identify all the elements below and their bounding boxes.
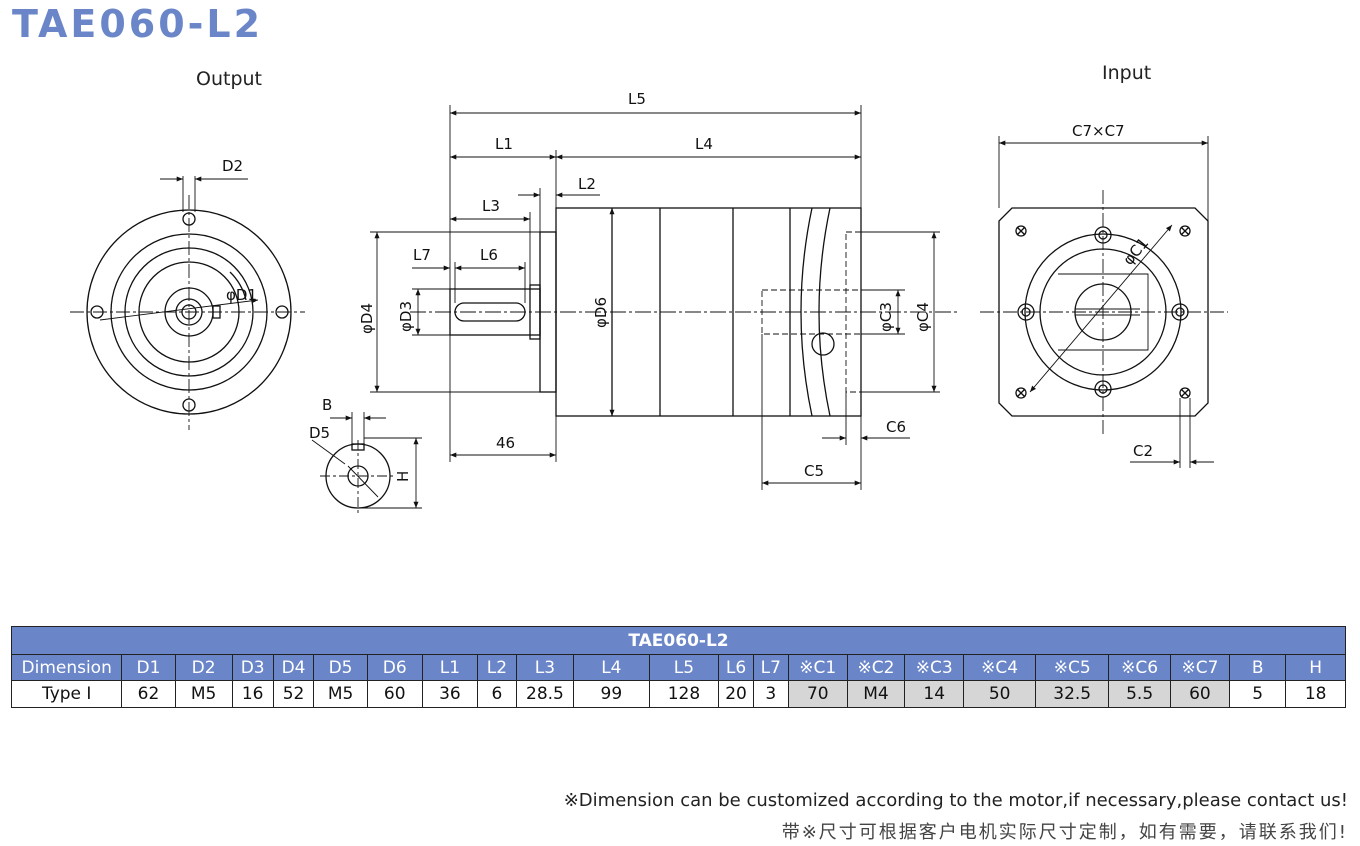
column-header: L2 [477,654,517,681]
note-chinese: 带※尺寸可根据客户电机实际尺寸定制，如有需要，请联系我们! [781,822,1348,843]
table-cell: 32.5 [1034,680,1110,708]
column-header: L3 [515,654,575,681]
column-header: L6 [718,654,754,681]
label-c1: φC1 [1119,234,1152,268]
shaft-section-view [311,412,422,515]
output-view [70,176,305,430]
label-c4: φC4 [914,302,932,332]
table-header-row: Dimension D1 D2 D3 D4 D5 D6 L1 L2 L3 L4 … [10,654,1346,681]
column-header: D1 [121,654,176,681]
label-c5: C5 [804,462,824,480]
column-header: L1 [421,654,479,681]
column-header: L7 [752,654,789,681]
dimension-drawing: D2 φD1 [70,90,1228,515]
table-title: TAE060-L2 [11,626,1346,655]
table-cell: M4 [846,680,906,708]
table-title-row: TAE060-L2 [11,626,1346,655]
page-title: TAE060-L2 [12,2,264,46]
output-view-label: Output [196,68,262,90]
column-header: ※C4 [963,654,1036,681]
table-cell: M5 [313,680,368,708]
label-h: H [394,471,412,482]
label-l6: L6 [480,246,498,264]
table-cell: 128 [648,680,720,708]
table-row: Type I 62 M5 16 52 M5 60 36 6 28.5 99 12… [10,680,1346,708]
column-header: ※C3 [904,654,965,681]
side-view [370,105,960,490]
label-d6: φD6 [592,297,610,328]
label-d2: D2 [222,157,243,175]
table-cell: M5 [174,680,233,708]
label-c3: φC3 [877,302,895,332]
table-cell: 5 [1229,680,1287,708]
table-cell: Type I [10,680,123,708]
label-l5: L5 [628,90,646,108]
table-cell: 3 [752,680,789,708]
column-header: D4 [272,654,315,681]
label-l7: L7 [413,246,431,264]
column-header: H [1285,654,1346,681]
label-c2: C2 [1133,442,1153,460]
label-l4: L4 [695,135,713,153]
column-header: B [1229,654,1287,681]
note-english: ※Dimension can be customized according t… [563,790,1348,811]
column-header: ※C7 [1169,654,1231,681]
table-cell: 36 [421,680,479,708]
table-cell: 14 [904,680,965,708]
table-cell: 6 [477,680,517,708]
label-c7: C7×C7 [1072,122,1125,140]
column-header: D5 [313,654,368,681]
column-header: ※C2 [846,654,906,681]
table-cell: 16 [231,680,274,708]
table-cell: 20 [718,680,754,708]
label-d5: D5 [309,424,330,442]
table-cell: 99 [573,680,650,708]
input-view-label: Input [1102,62,1152,84]
table-cell: 60 [366,680,423,708]
label-l1: L1 [495,135,513,153]
column-header: D2 [174,654,233,681]
column-header: ※C6 [1108,654,1171,681]
dimension-table: TAE060-L2 Dimension D1 D2 D3 D4 D5 D6 L1… [10,626,1346,708]
table-cell: 5.5 [1108,680,1171,708]
label-d1: φD1 [226,286,257,304]
table-cell: 62 [121,680,176,708]
table-cell: 70 [787,680,848,708]
column-header: Dimension [10,654,123,681]
table-cell: 50 [963,680,1036,708]
column-header: ※C1 [787,654,848,681]
label-c6: C6 [886,418,906,436]
label-46: 46 [496,434,515,452]
table-cell: 52 [272,680,315,708]
label-d3: φD3 [397,301,415,332]
label-b: B [322,396,332,414]
column-header: D6 [366,654,423,681]
label-l3: L3 [482,197,500,215]
column-header: L4 [573,654,650,681]
input-view [980,136,1228,468]
table-cell: 28.5 [515,680,575,708]
label-l2: L2 [578,175,596,193]
column-header: L5 [648,654,720,681]
table-cell: 60 [1169,680,1231,708]
column-header: ※C5 [1034,654,1110,681]
label-d4: φD4 [358,303,376,334]
column-header: D3 [231,654,274,681]
table-cell: 18 [1285,680,1346,708]
